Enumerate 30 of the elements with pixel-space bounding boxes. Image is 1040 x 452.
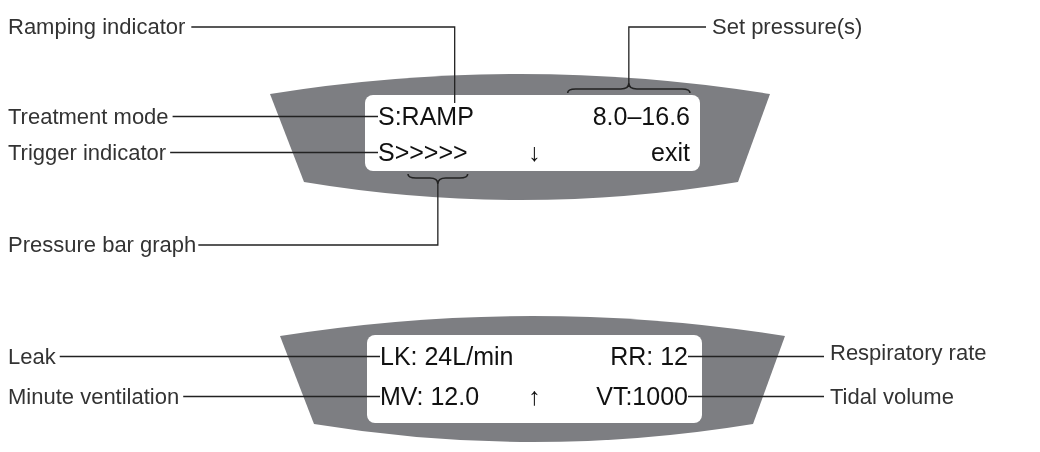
display-readout: VT:1000	[596, 383, 688, 410]
callout-label: Respiratory rate	[830, 340, 987, 366]
callout-label: Set pressure(s)	[712, 14, 863, 40]
callout-label: Minute ventilation	[8, 384, 180, 410]
leader-line	[59, 355, 381, 358]
callout-label: Treatment mode	[8, 104, 169, 130]
display-readout: ↓	[528, 139, 541, 166]
callout-label: Trigger indicator	[8, 140, 167, 166]
leader-line	[197, 183, 439, 246]
display-readout: 8.0–16.6	[592, 103, 690, 130]
leader-line	[628, 26, 707, 84]
display-readout: ↑	[528, 383, 541, 410]
leader-line	[182, 395, 381, 398]
display-readout: exit	[651, 139, 690, 166]
callout-label: Pressure bar graph	[8, 232, 197, 258]
callout-label: Tidal volume	[830, 384, 954, 410]
display-screen	[365, 95, 700, 171]
display-readout: S:RAMP	[378, 103, 474, 130]
leader-line	[190, 26, 456, 104]
display-readout: S>>>>>	[378, 139, 468, 166]
callout-label: Leak	[8, 344, 56, 370]
leader-line	[169, 151, 379, 154]
display-readout: MV: 12.0	[380, 383, 480, 410]
leader-line	[687, 355, 825, 358]
display-readout: RR: 12	[610, 343, 688, 370]
callout-label: Ramping indicator	[8, 14, 186, 40]
leader-line	[687, 395, 825, 398]
leader-line	[171, 115, 379, 118]
display-readout: LK: 24L/min	[380, 343, 514, 370]
display-screen	[367, 335, 702, 423]
